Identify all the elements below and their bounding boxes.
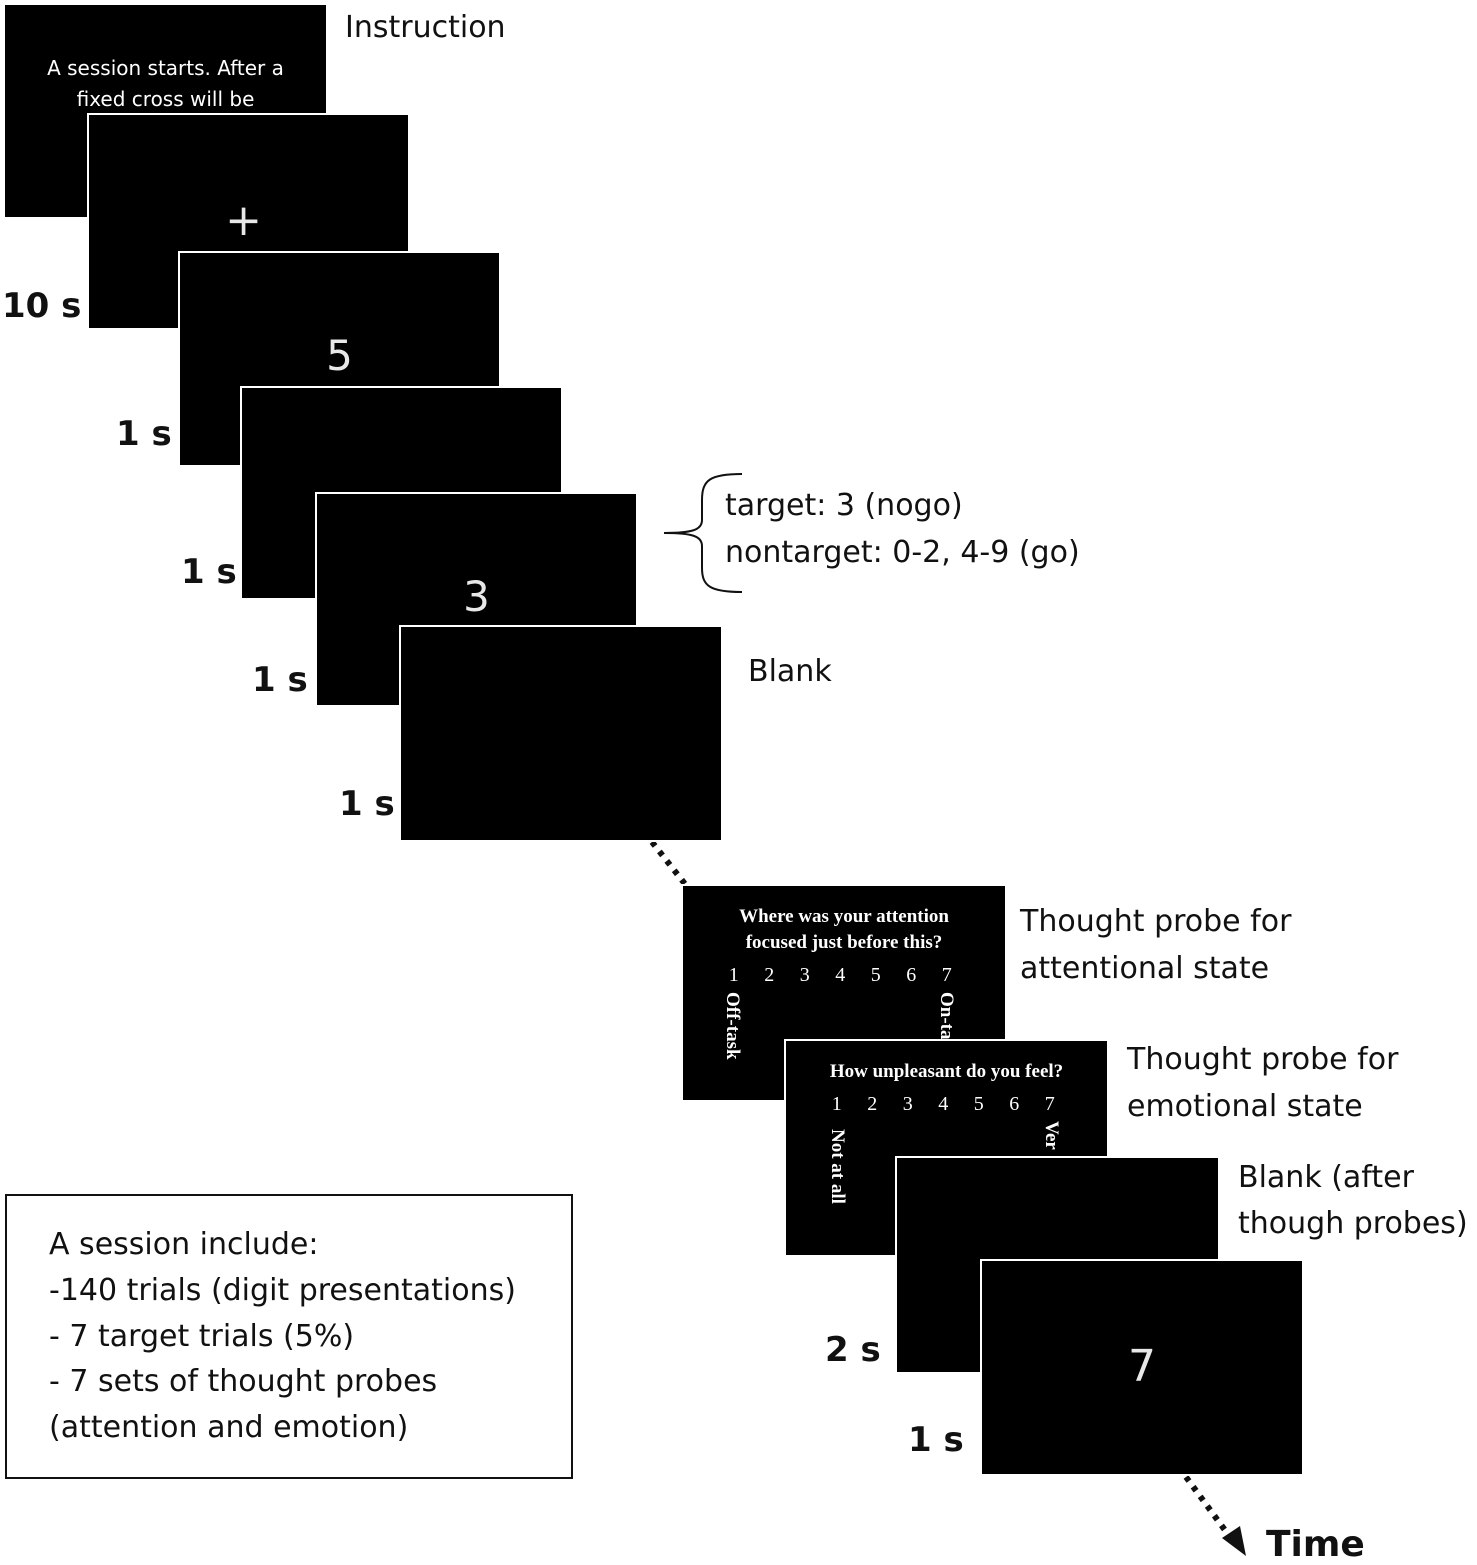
attention-scale-3: 3 (799, 964, 810, 986)
blank-after-probes-label-line2: though probes) (1238, 1206, 1468, 1241)
target-duration: 1 s (339, 784, 395, 824)
attention-scale-4: 4 (835, 964, 846, 986)
attention-right-anchor: On-ta (936, 992, 957, 1040)
summary-line-1: A session include: (49, 1227, 319, 1262)
attention-scale-7: 7 (941, 964, 952, 986)
blank-after-probes-duration: 2 s (825, 1330, 881, 1370)
time-axis-label: Time (1266, 1524, 1365, 1565)
digit-7: 7 (1128, 1341, 1156, 1392)
summary-line-5: (attention and emotion) (49, 1410, 409, 1445)
emotion-question: How unpleasant do you feel? (829, 1061, 1064, 1082)
emotion-scale-7: 7 (1044, 1093, 1055, 1115)
final-blank-duration: 1 s (908, 1420, 964, 1460)
emotion-scale-6: 6 (1009, 1093, 1020, 1115)
attention-probe-label-line1: Thought probe for (1020, 904, 1292, 939)
attention-scale-6: 6 (906, 964, 917, 986)
dotted-connector (649, 840, 688, 886)
instruction-duration: 10 s (2, 286, 82, 326)
emotion-scale: 1 2 3 4 5 6 7 (819, 1093, 1068, 1116)
summary-line-3: - 7 target trials (5%) (49, 1319, 355, 1354)
session-summary-box: A session include: -140 trials (digit pr… (5, 1194, 573, 1479)
attention-question-line2: focused just before this? (745, 932, 943, 953)
emotion-left-anchor: Not at all (827, 1129, 848, 1204)
time-arrow-head (1222, 1526, 1246, 1556)
blank-label: Blank (748, 654, 832, 689)
emotion-scale-3: 3 (902, 1093, 913, 1115)
emotion-probe-label-line2: emotional state (1127, 1089, 1363, 1124)
time-arrow-line (1183, 1475, 1233, 1539)
digit-3: 3 (463, 572, 490, 621)
attention-scale-5: 5 (870, 964, 881, 986)
emotion-scale-5: 5 (973, 1093, 984, 1115)
blank-trial-duration: 1 s (252, 660, 308, 700)
instruction-label: Instruction (345, 10, 506, 45)
emotion-scale-1: 1 (831, 1093, 842, 1115)
summary-line-2: -140 trials (digit presentations) (49, 1273, 516, 1308)
emotion-right-anchor: Ver (1041, 1121, 1062, 1150)
digit-5: 5 (326, 331, 353, 380)
attention-scale-2: 2 (764, 964, 775, 986)
blank-after-probes-label-line1: Blank (after (1238, 1160, 1414, 1195)
fixation-duration: 1 s (116, 414, 172, 454)
target-note-line1: target: 3 (nogo) (725, 488, 963, 523)
summary-line-4: - 7 sets of thought probes (49, 1364, 438, 1399)
final-digit-screen: 7 (980, 1259, 1304, 1476)
emotion-scale-2: 2 (867, 1093, 878, 1115)
blank-screen (399, 625, 723, 842)
attention-left-anchor: Off-task (722, 992, 743, 1060)
attention-probe-label-line2: attentional state (1020, 951, 1270, 986)
attention-question-line1: Where was your attention (739, 906, 949, 927)
emotion-probe-label-line1: Thought probe for (1127, 1042, 1399, 1077)
fixation-cross: + (225, 195, 262, 246)
digit-5-duration: 1 s (181, 552, 237, 592)
attention-scale: 1 2 3 4 5 6 7 (716, 964, 965, 987)
emotion-scale-4: 4 (938, 1093, 949, 1115)
attention-scale-1: 1 (728, 964, 739, 986)
target-note-line2: nontarget: 0-2, 4-9 (go) (725, 535, 1080, 570)
